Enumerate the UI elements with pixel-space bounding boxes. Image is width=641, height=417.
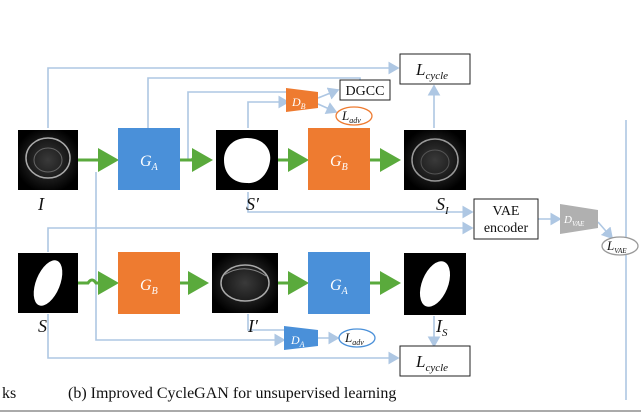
- flow-s-to-gb: [78, 271, 119, 295]
- generator-ga-top: GA: [118, 128, 180, 190]
- figure-caption: (b) Improved CycleGAN for unsupervised l…: [68, 385, 396, 402]
- svg-text:DVAE: DVAE: [563, 214, 585, 228]
- generator-gb-bottom: GB: [118, 252, 180, 314]
- image-is-mask: [404, 253, 466, 315]
- connector-sprime-to-db: [247, 95, 290, 128]
- svg-text:GB: GB: [330, 153, 348, 173]
- connector-db-to-dgcc: [317, 87, 340, 100]
- svg-text:GB: GB: [140, 277, 158, 297]
- loss-vae: LVAE: [601, 236, 639, 256]
- dgcc-box: DGCC: [339, 79, 391, 101]
- vae-encoder-box: VAE encoder: [473, 198, 539, 240]
- label-s-bottom: S: [38, 316, 47, 336]
- loss-cycle-top: Lcycle: [399, 53, 471, 85]
- svg-text:Ladv: Ladv: [344, 330, 364, 347]
- connector-iprime-to-da: [247, 314, 284, 331]
- label-i-s: IS: [435, 316, 448, 339]
- svg-text:LVAE: LVAE: [606, 238, 627, 255]
- svg-text:Ladv: Ladv: [341, 108, 361, 125]
- image-s-prime-mask: [216, 130, 278, 190]
- label-s-prime: S′: [246, 194, 260, 214]
- discriminator-da: DA: [284, 326, 318, 350]
- connector-db-to-adv: [317, 102, 338, 114]
- image-i-prime-ultrasound: [212, 253, 278, 313]
- connector-s-to-cycle-bottom: [47, 314, 400, 365]
- svg-text:GA: GA: [330, 277, 349, 297]
- loss-adv-top: Ladv: [335, 106, 373, 126]
- connector-dvae-to-lvae: [597, 221, 614, 240]
- label-i-prime: I′: [247, 316, 259, 336]
- svg-text:Lcycle: Lcycle: [415, 352, 448, 374]
- svg-text:VAE: VAE: [493, 204, 520, 219]
- left-fragment-text: ks: [2, 385, 16, 402]
- connector-i-to-cycle-top: [47, 61, 400, 128]
- loss-adv-bottom: Ladv: [338, 328, 376, 348]
- svg-text:DB: DB: [291, 95, 306, 111]
- generator-ga-bottom: GA: [308, 252, 370, 314]
- svg-text:DA: DA: [290, 333, 305, 349]
- discriminator-db: DB: [286, 88, 318, 112]
- discriminator-dvae: DVAE: [560, 204, 598, 234]
- label-s-i: SI: [436, 194, 450, 217]
- image-s-mask-bottom: [18, 253, 78, 313]
- svg-text:encoder: encoder: [484, 221, 529, 236]
- connector-loop-top: [147, 77, 361, 128]
- connector-i-to-da: [95, 172, 286, 347]
- flow-ga-to-sprime: [180, 148, 213, 172]
- image-si-ultrasound: [404, 130, 466, 190]
- svg-text:DGCC: DGCC: [346, 84, 385, 99]
- connector-sprime-to-vae: [247, 192, 474, 219]
- loss-cycle-bottom: Lcycle: [399, 345, 471, 377]
- svg-text:GA: GA: [140, 153, 159, 173]
- label-i-top: I: [37, 194, 45, 214]
- generator-gb-top: GB: [308, 128, 370, 190]
- connector-ga-to-db: [187, 91, 288, 160]
- connector-s-to-vae: [47, 221, 474, 252]
- svg-text:Lcycle: Lcycle: [415, 60, 448, 82]
- image-i-ultrasound-top: [18, 130, 78, 190]
